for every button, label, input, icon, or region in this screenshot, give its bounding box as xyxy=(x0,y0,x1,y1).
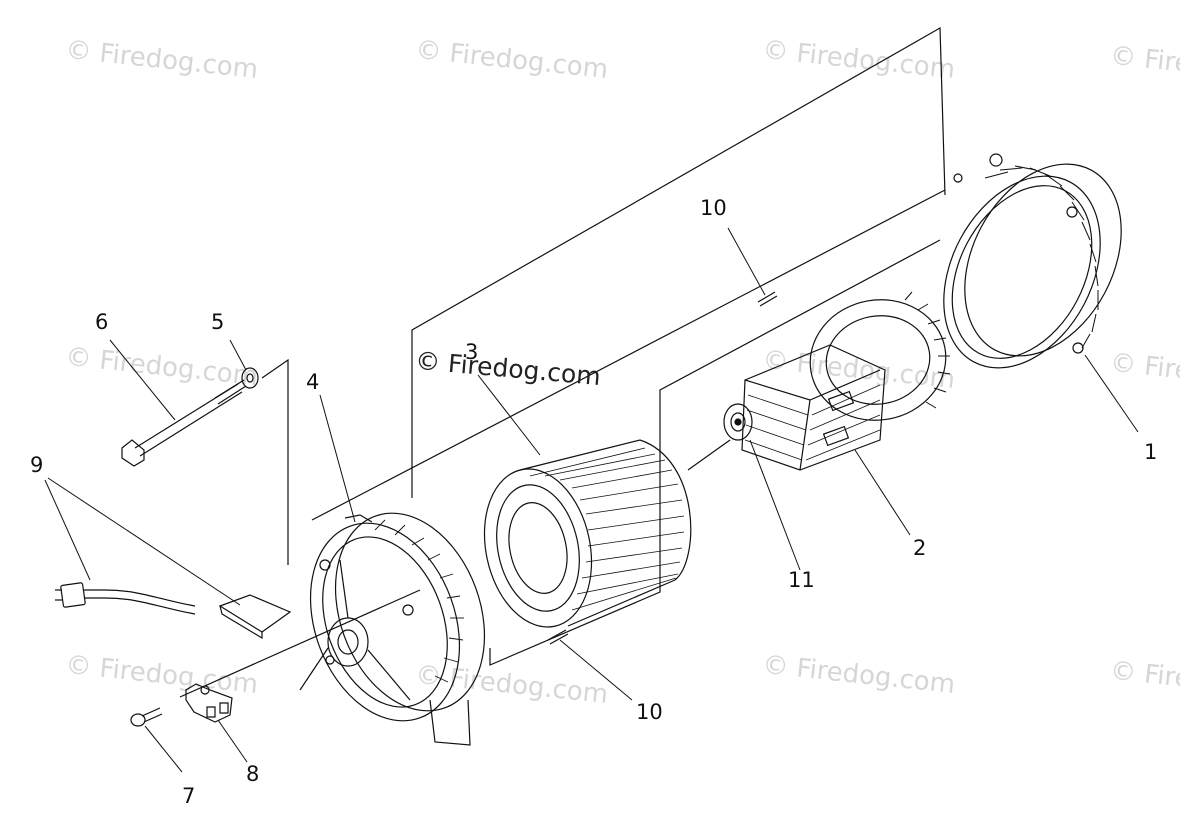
front-end-bell-icon xyxy=(284,492,510,745)
callout-9: 9 xyxy=(30,453,44,477)
callout-7: 7 xyxy=(182,784,196,808)
brush-holder-icon xyxy=(186,684,232,722)
callout-6: 6 xyxy=(95,310,109,334)
through-bolt-icon xyxy=(122,380,246,466)
stator-icon xyxy=(471,440,691,637)
callout-10-top: 10 xyxy=(700,196,727,220)
wire-harness-icon xyxy=(55,583,290,638)
callout-11: 11 xyxy=(788,568,815,592)
callout-2: 2 xyxy=(913,536,927,560)
callout-1: 1 xyxy=(1144,440,1158,464)
leader-lines xyxy=(45,228,1138,772)
callout-5: 5 xyxy=(211,310,225,334)
assembly-guide-lines xyxy=(180,28,945,697)
callout-10-bottom: 10 xyxy=(636,700,663,724)
end-cover-icon xyxy=(912,137,1152,395)
dowel-pin-icon xyxy=(548,630,568,644)
dowel-pin-icon xyxy=(758,292,777,306)
callout-4: 4 xyxy=(306,370,320,394)
rotor-icon xyxy=(724,289,955,470)
callout-3: 3 xyxy=(465,340,479,364)
callout-8: 8 xyxy=(246,762,260,786)
washer-icon xyxy=(242,368,258,388)
screw-icon xyxy=(131,708,162,726)
